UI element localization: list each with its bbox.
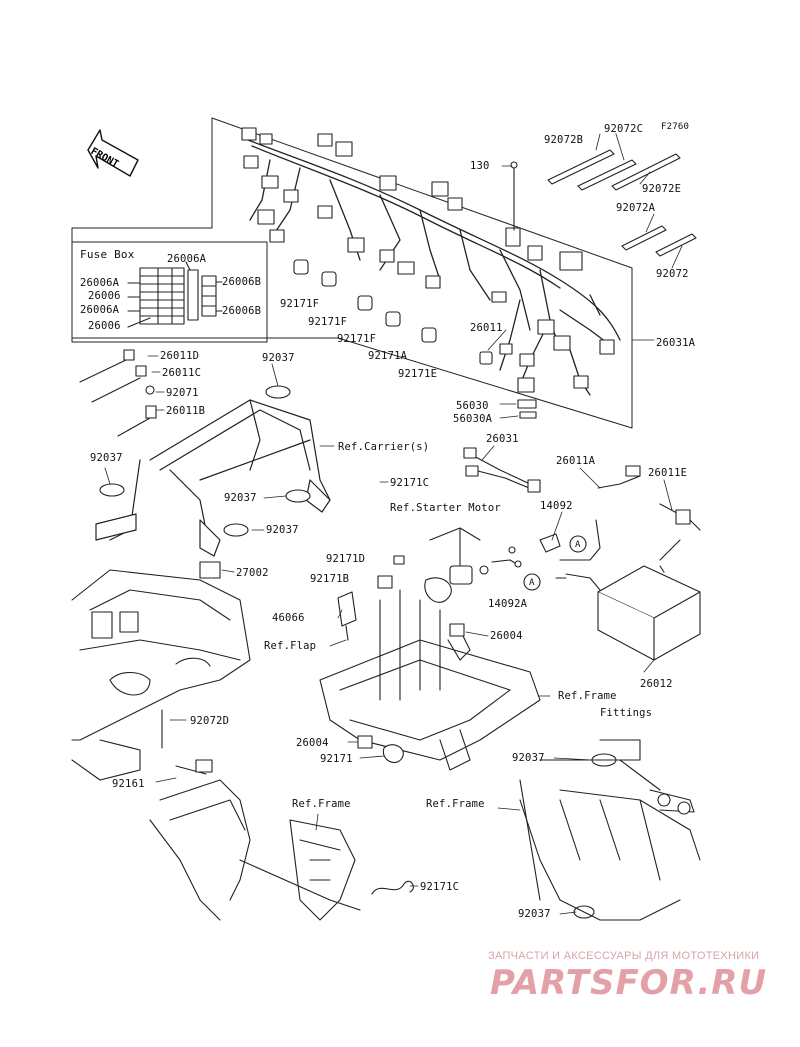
fuse-label-3: 26006 <box>88 290 121 302</box>
part-label: 92072B <box>544 134 584 146</box>
part-label: 92171E <box>398 368 438 380</box>
part-label: 26011B <box>166 405 206 417</box>
battery-26012 <box>597 565 701 661</box>
callout-letter-a: A <box>575 540 581 550</box>
part-label: 26011C <box>162 367 202 379</box>
svg-text:PARTSFOR.RU: PARTSFOR.RU <box>490 963 767 1002</box>
label-plate-56030 <box>517 399 537 409</box>
part-label: 26011A <box>556 455 596 467</box>
fuse-label-6: 26006B <box>222 276 262 288</box>
part-label: 92072E <box>642 183 682 195</box>
ref-frame-left: Ref.Frame <box>292 798 351 810</box>
part-label: 56030 <box>456 400 489 412</box>
part-label: 26012 <box>640 678 673 690</box>
part-label: 92037 <box>90 452 123 464</box>
ref-starter-motor: Ref.Starter Motor <box>390 502 501 514</box>
part-label: 92171D <box>326 553 366 565</box>
fuse-label-4: 26006A <box>80 304 120 316</box>
part-label: 26011 <box>470 322 503 334</box>
frame-right <box>519 739 701 921</box>
carrier-frame <box>95 399 331 557</box>
ref-frame-fittings-2: Fittings <box>600 707 653 719</box>
part-label: 26004 <box>296 737 329 749</box>
part-label: 92171B <box>310 573 350 585</box>
figure-code: F2760 <box>661 122 690 132</box>
part-label: 92072A <box>616 202 656 214</box>
part-label: 14092A <box>488 598 528 610</box>
fuse-box-fuses <box>127 261 223 328</box>
battery-leads <box>597 465 701 561</box>
part-label: 46066 <box>272 612 305 624</box>
part-label: 92037 <box>262 352 295 364</box>
part-label: 26011E <box>648 467 688 479</box>
ref-frame-right: Ref.Frame <box>426 798 485 810</box>
sub-harness-26031 <box>463 447 541 493</box>
part-label: 56030A <box>453 413 493 425</box>
part-label: 92161 <box>112 778 145 790</box>
harness-group-outline <box>71 117 633 429</box>
part-label: 92072D <box>190 715 230 727</box>
fuse-label-7: 26006B <box>222 305 262 317</box>
part-label: 27002 <box>236 567 269 579</box>
fuse-label-2: 26006A <box>80 277 120 289</box>
flap-panel <box>71 569 251 781</box>
ref-carrier: Ref.Carrier(s) <box>338 441 430 453</box>
ref-frame-fittings: Ref.Frame <box>558 690 617 702</box>
leader-lines <box>104 133 683 915</box>
clip-connectors <box>293 259 493 365</box>
part-label: 14092 <box>540 500 573 512</box>
part-label: 92037 <box>224 492 257 504</box>
grommets-92037 <box>99 385 617 919</box>
relay-27002 <box>199 561 221 579</box>
part-label: 92171F <box>337 333 377 345</box>
part-label: 92171F <box>280 298 320 310</box>
part-label: 26011D <box>160 350 200 362</box>
starter-relay-group <box>337 527 522 641</box>
callout-letter-a: A <box>529 578 535 588</box>
part-label: 92072 <box>656 268 689 280</box>
frame-left <box>149 759 361 921</box>
part-label: 92037 <box>512 752 545 764</box>
fuse-box-frame <box>71 241 268 343</box>
part-label: 130 <box>470 160 490 172</box>
part-label: 92171 <box>320 753 353 765</box>
front-arrow-icon <box>87 129 139 177</box>
part-label: 26031A <box>656 337 696 349</box>
part-label: 92171A <box>368 350 408 362</box>
battery-tray <box>319 589 541 771</box>
fuse-label-5: 26006 <box>88 320 121 332</box>
part-label: 92171F <box>308 316 348 328</box>
watermark-caption: ЗАПЧАСТИ И АКСЕССУАРЫ ДЛЯ МОТОТЕХНИКИ <box>488 950 760 962</box>
part-label: 92037 <box>518 908 551 920</box>
part-label: 26031 <box>486 433 519 445</box>
watermark-logo: PARTSFOR.RU <box>490 963 767 1002</box>
part-label: 92072C <box>604 123 644 135</box>
part-label: 92171C <box>420 881 460 893</box>
ref-flap: Ref.Flap <box>264 640 317 652</box>
label-plate-56030A <box>519 411 537 419</box>
cable-straps <box>510 149 697 257</box>
part-label: 92037 <box>266 524 299 536</box>
part-label: 92171C <box>390 477 430 489</box>
harness-connectors <box>241 127 615 393</box>
battery-cables-14092 <box>523 519 601 591</box>
sensor-leads <box>79 349 157 437</box>
fuse-label-1: 26006A <box>167 253 207 265</box>
fuse-box-title: Fuse Box <box>80 248 135 261</box>
part-label: 92071 <box>166 387 199 399</box>
clip-92171C-lower <box>371 880 414 895</box>
part-label: 26004 <box>490 630 523 642</box>
